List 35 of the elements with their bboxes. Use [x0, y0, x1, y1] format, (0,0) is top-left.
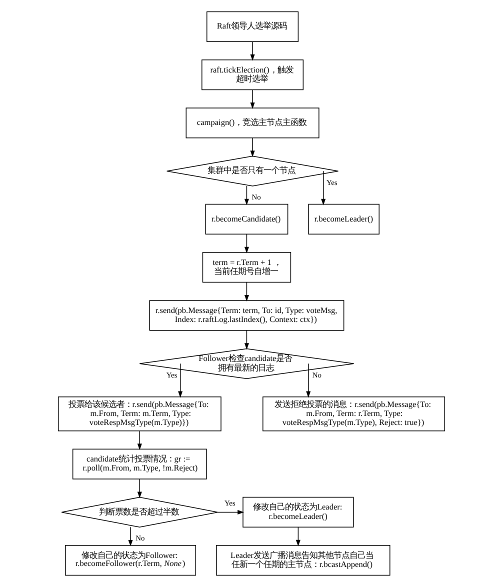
arrow [306, 363, 311, 398]
edge-label: No [312, 370, 322, 380]
arrow [244, 330, 249, 350]
arrow [244, 282, 249, 302]
node-box: Raft领导人选举源码 [206, 11, 299, 42]
node-box: 修改自己的状态为Follower: r.becomeFollower(r.Term, None) [65, 545, 196, 576]
node-box: r.becomeLeader() [308, 204, 380, 235]
node-box: term = r.Term + 1 ，当前任期号自增一 [202, 252, 292, 283]
edge-label: Yes [166, 370, 178, 380]
arrow [178, 363, 183, 398]
arrow [128, 526, 133, 546]
arrow [250, 89, 255, 109]
arrow [137, 430, 142, 450]
arrow [217, 510, 244, 514]
node-box: candidate统计投票情况：gr := r.poll(m.From, m.Type, !m.Reject) [72, 448, 207, 480]
node-box: campaign()，竞选主节点主函数 [186, 108, 320, 138]
arrow [250, 138, 255, 158]
node-box: Leader发送广播消息告知其他节点自己当任新一个任期的主节点：r.bcastAppend() [216, 545, 390, 576]
node-box: r.send(pb.Message{Term: term, To: id, Type: voteMsg, Index: r.raftLog.lastIndex(), Context: ctx}) [149, 300, 344, 331]
edge-label: Yes [326, 178, 338, 188]
node-box: raft.tickElection()，触发超时选举 [202, 59, 304, 90]
arrow [250, 41, 255, 61]
edge-label: No [136, 533, 145, 542]
arrow [137, 478, 142, 498]
arrow [244, 186, 249, 206]
node-box: 发送拒绝投票的消息：r.send(pb.Message{To: m.From, Term: r.Term, Type: voteRespMsgType(m.Type), Reject: true}) [262, 396, 446, 432]
edge-label: No [252, 192, 261, 202]
arrow [321, 170, 326, 206]
node-box: r.becomeCandidate() [205, 204, 288, 235]
edge-label: Yes [224, 498, 236, 508]
node-diamond: 判断票数是否超过半数 [61, 496, 218, 528]
node-box: 修改自己的状态为Leader: r.becomeLeader() [242, 496, 354, 528]
arrow [244, 234, 249, 254]
arrow [296, 526, 300, 546]
node-box: 投票给该候选者：r.send(pb.Message{To: m.From, Term: m.Term, Type: voteRespMsgType(m.Type)}) [58, 396, 222, 432]
